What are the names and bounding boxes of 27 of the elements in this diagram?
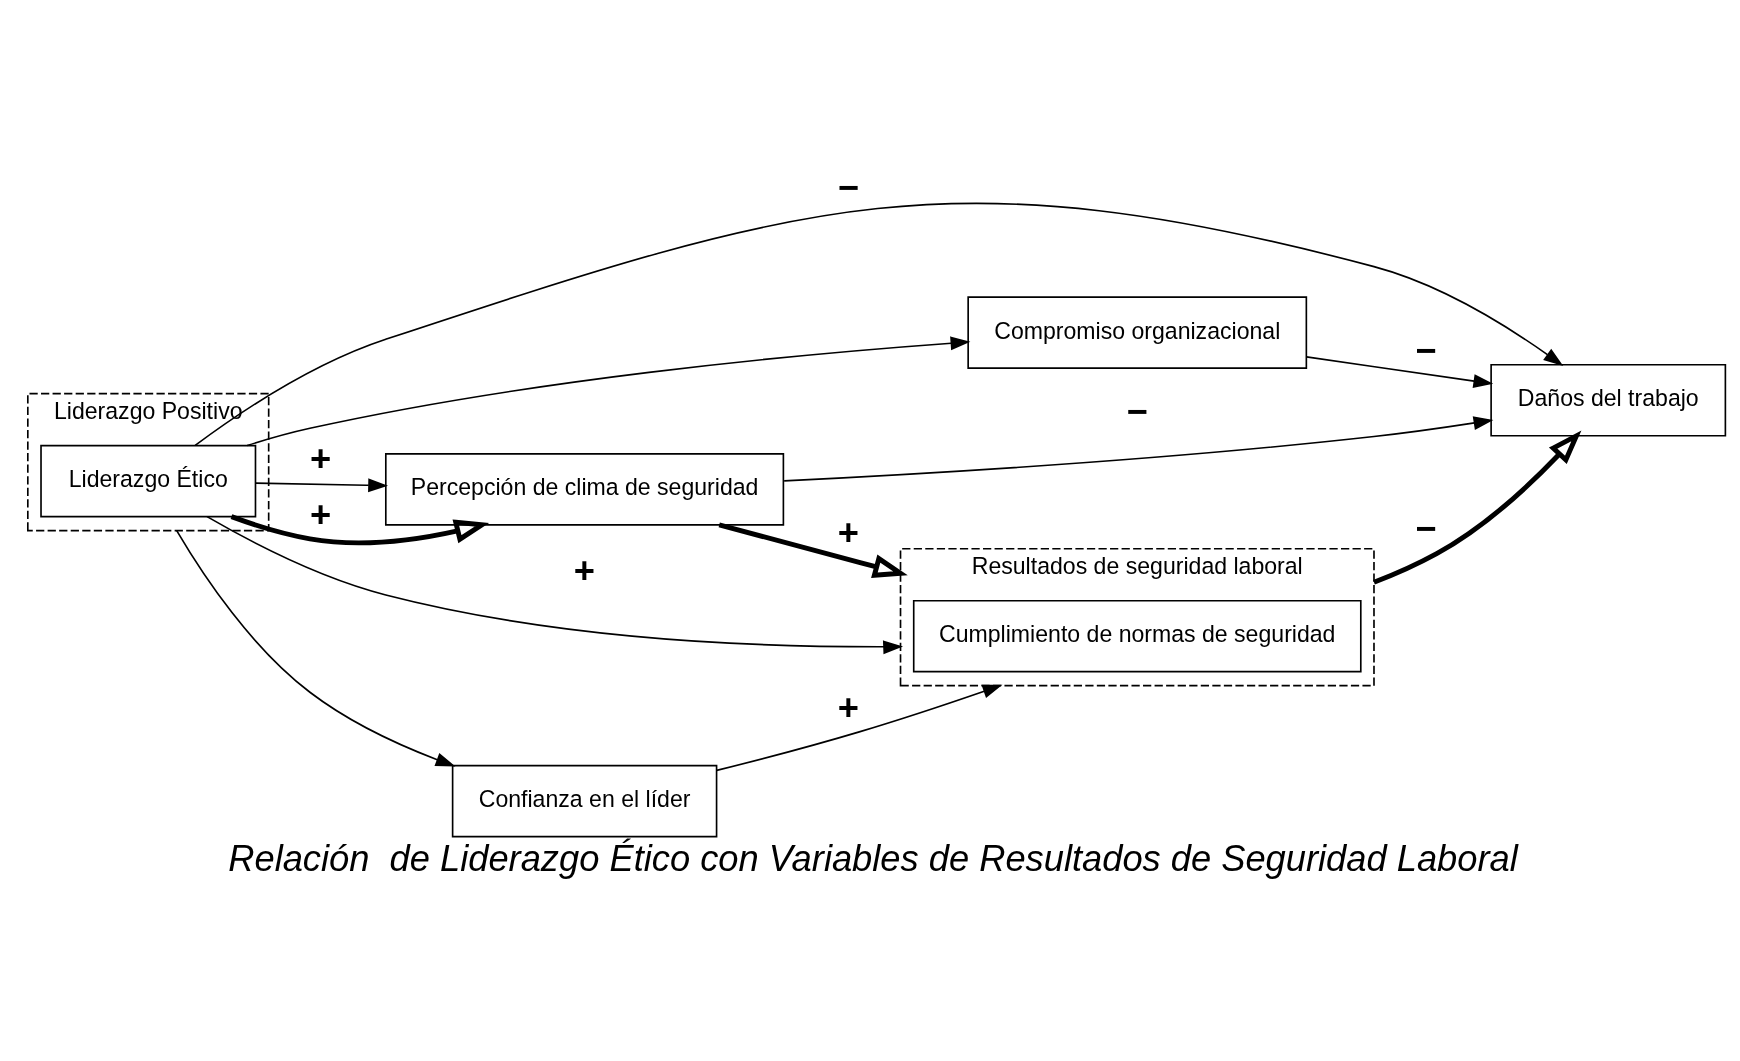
node-box: Cumplimiento de normas de seguridad: [912, 599, 1362, 672]
edge-label: −: [1415, 507, 1437, 549]
arrow: [175, 529, 456, 766]
arrow: [1373, 429, 1582, 585]
arrow: [194, 202, 1564, 446]
edge-label: +: [309, 493, 332, 535]
node-box: Daños del trabajo: [1490, 363, 1727, 437]
node-box: Percepción de clima de seguridad: [385, 452, 785, 526]
arrow: [715, 684, 1003, 771]
edge-label: +: [837, 511, 860, 553]
arrow: [206, 515, 903, 654]
node-box: Confianza en el líder: [451, 764, 718, 837]
edge-label: +: [573, 549, 596, 591]
node-box: Compromiso organizacional: [967, 295, 1308, 369]
arrow: [246, 335, 971, 446]
arrow: [255, 477, 388, 492]
edge-label: −: [1415, 329, 1437, 371]
caption: Relación de Liderazgo Ético con Variables de Resultados de Seguridad Laboral: [228, 837, 1518, 879]
edge-label: −: [1126, 390, 1148, 432]
node-box: Liderazgo Ético: [40, 444, 257, 517]
edge-label: +: [309, 437, 332, 479]
edge-label: −: [837, 166, 860, 208]
arrow: [1305, 355, 1494, 388]
arrow: [718, 522, 908, 578]
arrow: [783, 415, 1494, 482]
arrow: [230, 513, 490, 545]
edge-label: +: [837, 686, 860, 728]
